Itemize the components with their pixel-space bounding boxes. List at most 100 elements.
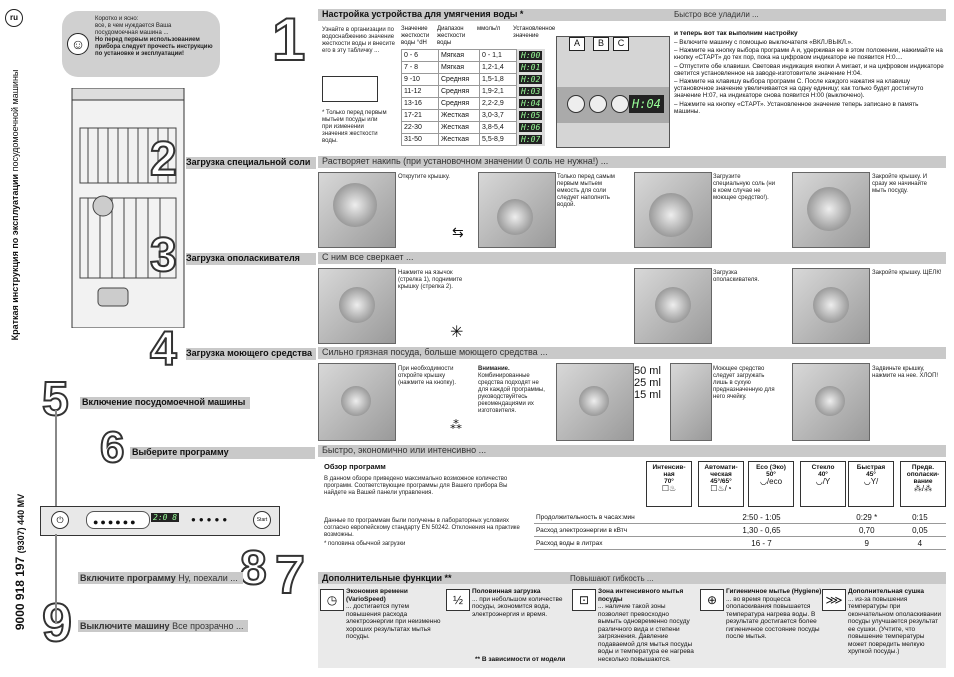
program-buttons[interactable]: ●●●●●●	[86, 511, 150, 529]
program-icon: ⁂/⁂	[913, 484, 933, 493]
hardness-lcd: H:06	[519, 123, 543, 132]
hardness-table: Значение жесткости воды °dH Диапазон жес…	[401, 26, 555, 146]
ml-scale: 50 ml 25 ml 15 ml	[634, 365, 661, 401]
bar-switch-off	[78, 620, 248, 632]
s7-footnote: ** В зависимости от модели	[475, 656, 566, 663]
s2-bar	[318, 156, 946, 168]
intro-line-1: Коротко и ясно:	[95, 16, 139, 22]
hardness-cell-mmol: 1,2-1,4	[479, 61, 517, 74]
step-number-4: 4	[149, 323, 178, 376]
step-number-6: 6	[99, 423, 126, 472]
bar-power-on	[80, 397, 250, 409]
s1-procedure-title: и теперь вот так выполним настройку	[674, 30, 798, 37]
button-c-label: C	[613, 37, 629, 51]
extra-function-name: Гигиеничное мытье (Hygiene)	[726, 588, 822, 595]
sparkle-icon: ✳	[450, 324, 464, 341]
ml-25: 25 ml	[634, 377, 661, 389]
program-name: Интенсив-ная	[652, 464, 686, 478]
extra-function: Зона интенсивного мытья посуды... наличи…	[598, 588, 694, 663]
hardness-cell-mmol: 3,0-3,7	[479, 109, 517, 122]
s1-procedure: и теперь вот так выполним настройку – Вк…	[674, 30, 944, 116]
program-temp: 45°/65°	[710, 478, 732, 485]
program-icon: ◡/eco	[759, 477, 783, 486]
intro-bubble: ☺ Коротко и ясно: все, в чем нуждается В…	[62, 11, 220, 77]
program-header[interactable]: Eco (Эко)50°◡/eco	[748, 461, 794, 507]
s2-title: Растворяет накипь (при установочном знач…	[322, 156, 609, 166]
label-switch-off: Выключите машину Все прозрачно ...	[80, 621, 244, 631]
extra-function: Экономия времени (VarioSpeed)... достига…	[346, 588, 442, 641]
button-b[interactable]	[589, 95, 607, 113]
program-cell-range: 1,30 - 0,65	[683, 523, 840, 537]
bar-start-program	[78, 572, 243, 584]
program-name: Стекло	[811, 464, 835, 471]
s1-display: H:04	[629, 95, 664, 113]
smiley-icon: ☺	[67, 33, 89, 55]
button-c[interactable]	[611, 95, 629, 113]
extra-function-text: ... наличие такой зоны позволяет превосх…	[598, 603, 694, 663]
program-name: Автомати-ческая	[704, 464, 738, 478]
label-salt: Загрузка специальной соли	[186, 157, 311, 167]
step-number-8: 8	[239, 542, 268, 595]
salt-swap-icon: ⇆	[452, 224, 464, 240]
s1-bar	[318, 9, 946, 21]
step-number-3: 3	[149, 229, 178, 282]
button-a[interactable]	[567, 95, 585, 113]
program-name: Быстрая	[856, 464, 886, 471]
power-button[interactable]: ⏻	[51, 511, 69, 529]
rinse-photo-2	[634, 268, 712, 344]
label-select-program: Выберите программу	[132, 447, 229, 457]
program-cell-label: Расход электроэнергии в кВтч	[534, 523, 684, 537]
extra-function: Гигиеничное мытье (Hygiene)... во время …	[726, 588, 822, 641]
salt-text-3: Загрузите специальную соль (ни в коем сл…	[713, 174, 776, 201]
extra-function-icon: ◷	[320, 589, 344, 611]
extra-function-text: ... во время процесса ополаскивания повы…	[726, 595, 820, 641]
extra-function: Половинная загрузка... при небольшом кол…	[472, 588, 568, 618]
s4-title: Сильно грязная посуда, больше моющего ср…	[322, 347, 548, 357]
intro-line-3: посудомоечная машина ...	[95, 30, 169, 36]
extra-function-name: Половинная загрузка	[472, 588, 541, 595]
s1-fill-box[interactable]	[322, 76, 378, 102]
hardness-cell-range: Средняя	[438, 73, 480, 86]
hardness-cell-mmol: 0 - 1,1	[479, 49, 517, 62]
program-header[interactable]: Предв. ополаски-вание⁂/⁂	[900, 461, 946, 507]
extra-function: Дополнительная сушка... из-за повышения …	[848, 588, 944, 656]
detergent-text-4: Задвиньте крышку, нажмите на нее. ХЛОП!	[872, 366, 939, 379]
lab-text: Данные по программам были получены в лаб…	[324, 518, 520, 538]
ml-50: 50 ml	[634, 365, 661, 377]
option-buttons[interactable]: ●●●●●	[191, 515, 231, 524]
detergent-text-1: При необходимости откройте крышку (нажми…	[398, 366, 457, 386]
hardness-cell-dh: 0 - 6	[401, 49, 439, 62]
program-name: Предв. ополаски-вание	[906, 464, 940, 485]
detergent-photo-4	[792, 363, 870, 441]
col-mmol: ммоль/л	[477, 26, 501, 32]
power-icon: ⏻	[56, 515, 64, 525]
program-icon: ☐♨/◔	[710, 484, 732, 493]
hardness-cell-range: Жесткая	[438, 109, 480, 122]
overview-text: В данном обзоре приведено максимально во…	[324, 476, 508, 496]
lang-badge: ru	[5, 9, 23, 27]
rinse-text-2: Загрузка ополаскивателя.	[713, 270, 760, 283]
extra-function-icon: ½	[446, 589, 470, 611]
detergent-photo-3	[670, 363, 712, 441]
salt-photo-4	[792, 172, 870, 248]
hardness-lcd: H:03	[519, 87, 543, 96]
program-icon: ◡/Y	[815, 477, 831, 486]
s1-panel-illustration: A B C H:04	[556, 36, 670, 148]
hardness-cell-mmol: 2,2-2,9	[479, 97, 517, 110]
col-range: Диапазон жесткости воды	[437, 26, 466, 46]
extra-function-text: ... достигается путем повышения расхода …	[346, 603, 441, 640]
panel-connector-lines	[55, 410, 57, 506]
doc-number: 9000 918 197 (9307) 440 MV	[13, 493, 27, 631]
start-button[interactable]: Start	[253, 511, 271, 529]
program-cell-range: 16 - 7	[683, 536, 840, 550]
salt-photo-2	[478, 172, 556, 248]
extra-function-name: Зона интенсивного мытья посуды	[598, 588, 684, 603]
hardness-cell-range: Мягкая	[438, 61, 480, 74]
